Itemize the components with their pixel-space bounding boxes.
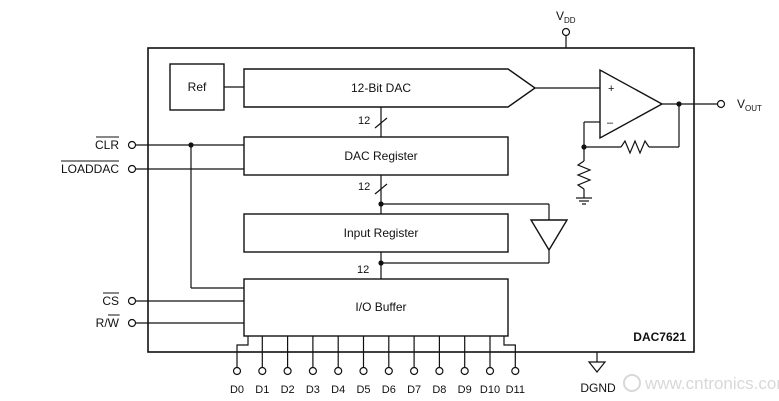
dac-register-block — [243, 136, 509, 176]
data-pin-label: D0 — [230, 384, 244, 396]
svg-text:VDD: VDD — [556, 9, 576, 25]
data-pins: D0 D1 D2 D3 D4 D5 D6 D7 D8 D9 D10 D11 — [230, 336, 525, 396]
data-pin-terminal — [384, 366, 393, 376]
watermark: www.cntronics.com — [623, 374, 779, 393]
vout-subscript: OUT — [745, 104, 762, 113]
part-number-label: DAC7621 — [633, 330, 686, 344]
cs-label: CS — [102, 294, 119, 308]
bus-width-label-1: 12 — [358, 115, 370, 127]
vdd-pin: VDD — [556, 9, 576, 48]
data-pin-d11: D11 — [503, 336, 525, 396]
feedback-junction-dot — [581, 144, 587, 150]
loaddac-label: LOADDAC — [61, 162, 119, 176]
data-pin-line — [503, 336, 516, 367]
data-pin-terminal — [511, 366, 520, 376]
vdd-subscript: DD — [564, 16, 576, 25]
data-pin-label: D10 — [480, 384, 500, 396]
dgnd-label: DGND — [580, 381, 616, 395]
loaddac-pin: LOADDAC — [61, 160, 244, 176]
data-pin-terminal — [334, 366, 343, 376]
data-pin-terminal — [258, 366, 267, 376]
data-pin-d5: D5 — [356, 336, 371, 396]
data-pin-d4: D4 — [331, 336, 345, 396]
data-pin-d1: D1 — [255, 336, 269, 396]
rw-label: R/W — [96, 316, 120, 330]
data-pin-d2: D2 — [281, 336, 295, 396]
readback-buffer — [529, 219, 569, 252]
amp-plus-label: + — [608, 83, 614, 95]
io-buffer-block — [243, 278, 509, 337]
input-register-label: Input Register — [344, 226, 419, 240]
bus-width-label-2: 12 — [358, 181, 370, 193]
clr-pin: CLR — [95, 136, 244, 289]
input-register-block — [243, 213, 509, 253]
ref-label: Ref — [188, 80, 207, 94]
data-pin-label: D2 — [281, 384, 295, 396]
data-pin-terminal — [359, 366, 368, 376]
vout-label: VOUT — [737, 97, 762, 113]
data-pin-d3: D3 — [306, 336, 320, 396]
data-pin-label: D11 — [506, 384, 525, 396]
data-pin-terminal — [283, 366, 292, 376]
data-pin-terminal — [435, 366, 444, 376]
amp-minus-label: – — [607, 117, 614, 129]
data-pin-terminal — [410, 366, 419, 376]
io-buffer-label: I/O Buffer — [355, 300, 406, 314]
vdd-label: V — [556, 9, 564, 23]
data-pin-label: D6 — [382, 384, 396, 396]
dac-label: 12-Bit DAC — [351, 81, 411, 95]
data-pin-d10: D10 — [480, 336, 500, 396]
data-pin-label: D8 — [432, 384, 446, 396]
ground-resistor — [576, 160, 592, 190]
chip-outline — [147, 47, 695, 353]
dac-register-label: DAC Register — [344, 149, 417, 163]
bus-width-label-3: 12 — [357, 264, 369, 276]
feedback-resistor — [620, 139, 650, 155]
data-pin-label: D4 — [331, 384, 345, 396]
data-pin-d9: D9 — [458, 336, 472, 396]
rw-pin: R/W — [96, 314, 244, 330]
dac-block — [243, 68, 537, 108]
data-pin-d6: D6 — [382, 336, 396, 396]
data-pin-label: D9 — [458, 384, 472, 396]
output-amplifier — [599, 68, 664, 140]
clr-label: CLR — [95, 138, 119, 152]
cs-pin: CS — [102, 292, 244, 308]
data-pin-label: D7 — [407, 384, 421, 396]
ground-symbol — [576, 197, 592, 205]
ref-block — [169, 63, 225, 111]
data-pin-terminal — [485, 366, 495, 376]
watermark-logo-icon — [623, 374, 641, 392]
data-pin-terminal — [460, 366, 469, 376]
data-pin-d7: D7 — [407, 336, 421, 396]
dgnd-pin: DGND — [580, 352, 616, 395]
data-pin-d8: D8 — [432, 336, 446, 396]
data-pin-terminal — [308, 366, 317, 376]
vout-pin — [716, 99, 726, 109]
data-pin-label: D1 — [255, 384, 269, 396]
watermark-text: www.cntronics.com — [644, 374, 779, 393]
data-pin-label: D3 — [306, 384, 320, 396]
data-pin-terminal — [232, 366, 242, 376]
data-pin-label: D5 — [356, 384, 370, 396]
data-pin-line — [236, 336, 249, 367]
data-pin-d0: D0 — [230, 336, 249, 396]
